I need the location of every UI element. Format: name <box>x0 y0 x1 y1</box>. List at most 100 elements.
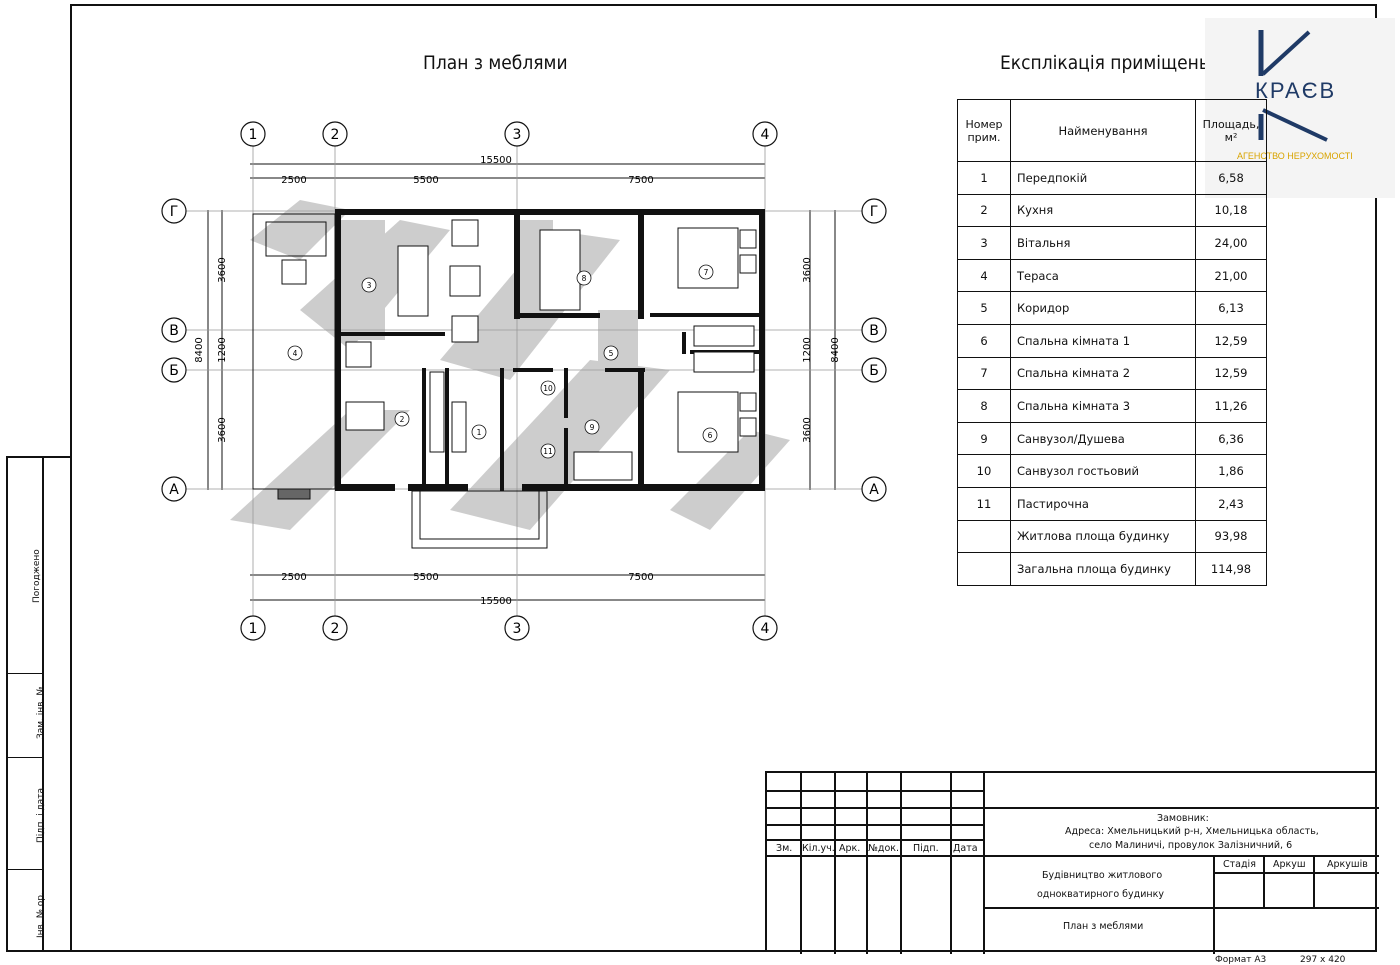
axis-label: А <box>869 482 879 498</box>
cell-num: 6 <box>957 323 1011 358</box>
sign-date-label: Підп. і дата <box>36 788 46 843</box>
room-marker <box>471 424 487 440</box>
room-number: 11 <box>543 447 553 456</box>
room-marker <box>361 277 377 293</box>
agreed-label: Погоджено <box>32 549 42 603</box>
col-sign: Підп. <box>913 843 939 854</box>
cell-num: 1 <box>957 161 1011 195</box>
cell-area: 114,98 <box>1195 552 1267 586</box>
axis-bubble <box>504 615 530 641</box>
axis-bubble <box>322 121 348 147</box>
room-marker <box>576 270 592 286</box>
cell-area: 6,36 <box>1195 421 1267 456</box>
col-count: Кіл.уч. <box>802 843 835 854</box>
room-number: 5 <box>609 349 614 358</box>
cell-num: 4 <box>957 258 1011 293</box>
room-marker <box>584 419 600 435</box>
axis-bubble <box>161 317 187 343</box>
axis-label: А <box>169 482 179 498</box>
room-number: 4 <box>293 349 298 358</box>
dimension-label: 1200 <box>217 337 228 362</box>
dimension-label: 8400 <box>830 337 841 362</box>
axis-bubble <box>240 121 266 147</box>
cell-area: 1,86 <box>1195 454 1267 488</box>
axis-label: 3 <box>513 621 522 637</box>
cell-name: Санвузол гостьовий <box>1010 454 1196 488</box>
axis-bubble <box>161 357 187 383</box>
dimension-label: 3600 <box>802 257 813 282</box>
axis-label: Б <box>869 363 879 379</box>
logo-brand: КРАЄВ <box>1255 78 1337 103</box>
room-marker <box>698 264 714 280</box>
axis-bubble <box>861 357 887 383</box>
format-size: 297 х 420 <box>1300 955 1346 965</box>
plan-title: План з меблями <box>423 52 568 74</box>
room-number: 10 <box>543 384 553 393</box>
col-sheet: Арк. <box>839 843 861 854</box>
axis-bubble <box>161 198 187 224</box>
col-doc: №док. <box>868 843 900 854</box>
room-number: 1 <box>477 428 482 437</box>
stage-label: Стадія <box>1223 859 1256 870</box>
cell-name: Спальна кімната 3 <box>1010 389 1196 423</box>
axis-label: 1 <box>249 621 258 637</box>
cell-area: 21,00 <box>1195 258 1267 293</box>
customer-label: Замовник: <box>1157 813 1209 824</box>
cell-name: Санвузол/Душева <box>1010 421 1196 456</box>
dimension-label: 2500 <box>281 572 306 583</box>
header-area: Площадь, м² <box>1195 99 1267 162</box>
room-marker <box>540 380 556 396</box>
dimension-label: 15500 <box>480 155 512 166</box>
axis-label: 1 <box>249 127 258 143</box>
room-number: 9 <box>590 423 595 432</box>
axis-bubble <box>240 615 266 641</box>
axis-bubble <box>752 615 778 641</box>
cell-name: Житлова площа будинку <box>1010 519 1196 554</box>
cell-area: 12,59 <box>1195 356 1267 391</box>
axis-bubble <box>861 317 887 343</box>
cell-name: Коридор <box>1010 291 1196 325</box>
cell-area: 6,13 <box>1195 291 1267 325</box>
cell-name: Спальна кімната 2 <box>1010 356 1196 391</box>
format-label: Формат А3 <box>1215 955 1267 965</box>
logo-tagline: АГЕНСТВО НЕРУХОМОСТІ <box>1237 151 1353 161</box>
cell-name: Кухня <box>1010 193 1196 228</box>
cell-name: Тераса <box>1010 258 1196 293</box>
address-line-2: село Малиничі, провулок Залізничний, 6 <box>1089 840 1293 851</box>
dimension-label: 15500 <box>480 596 512 607</box>
table-title: Експлікація приміщень <box>1000 52 1209 74</box>
col-change: Зм. <box>776 843 793 854</box>
room-marker <box>394 411 410 427</box>
title-block: Зм. Кіл.уч. Арк. №док. Підп. Дата Замовн… <box>765 771 1379 954</box>
axis-label: Г <box>870 204 879 220</box>
cell-area: 93,98 <box>1195 519 1267 554</box>
room-marker <box>702 427 718 443</box>
dimension-label: 1200 <box>802 337 813 362</box>
col-date: Дата <box>953 843 978 854</box>
room-marker <box>540 443 556 459</box>
cell-num <box>957 519 1011 554</box>
side-stamp-strip: Погоджено Зам. інв. № Підп. і дата Інв. … <box>6 456 70 952</box>
axis-label: 2 <box>331 127 340 143</box>
axis-label: В <box>869 323 879 339</box>
header-number: Номер прим. <box>957 99 1011 162</box>
drawing-frame <box>70 4 1377 952</box>
room-number: 2 <box>400 415 405 424</box>
cell-num: 8 <box>957 389 1011 423</box>
room-number: 8 <box>582 274 587 283</box>
cell-name: Передпокій <box>1010 161 1196 195</box>
dimension-label: 7500 <box>628 572 653 583</box>
dimension-label: 8400 <box>194 337 205 362</box>
